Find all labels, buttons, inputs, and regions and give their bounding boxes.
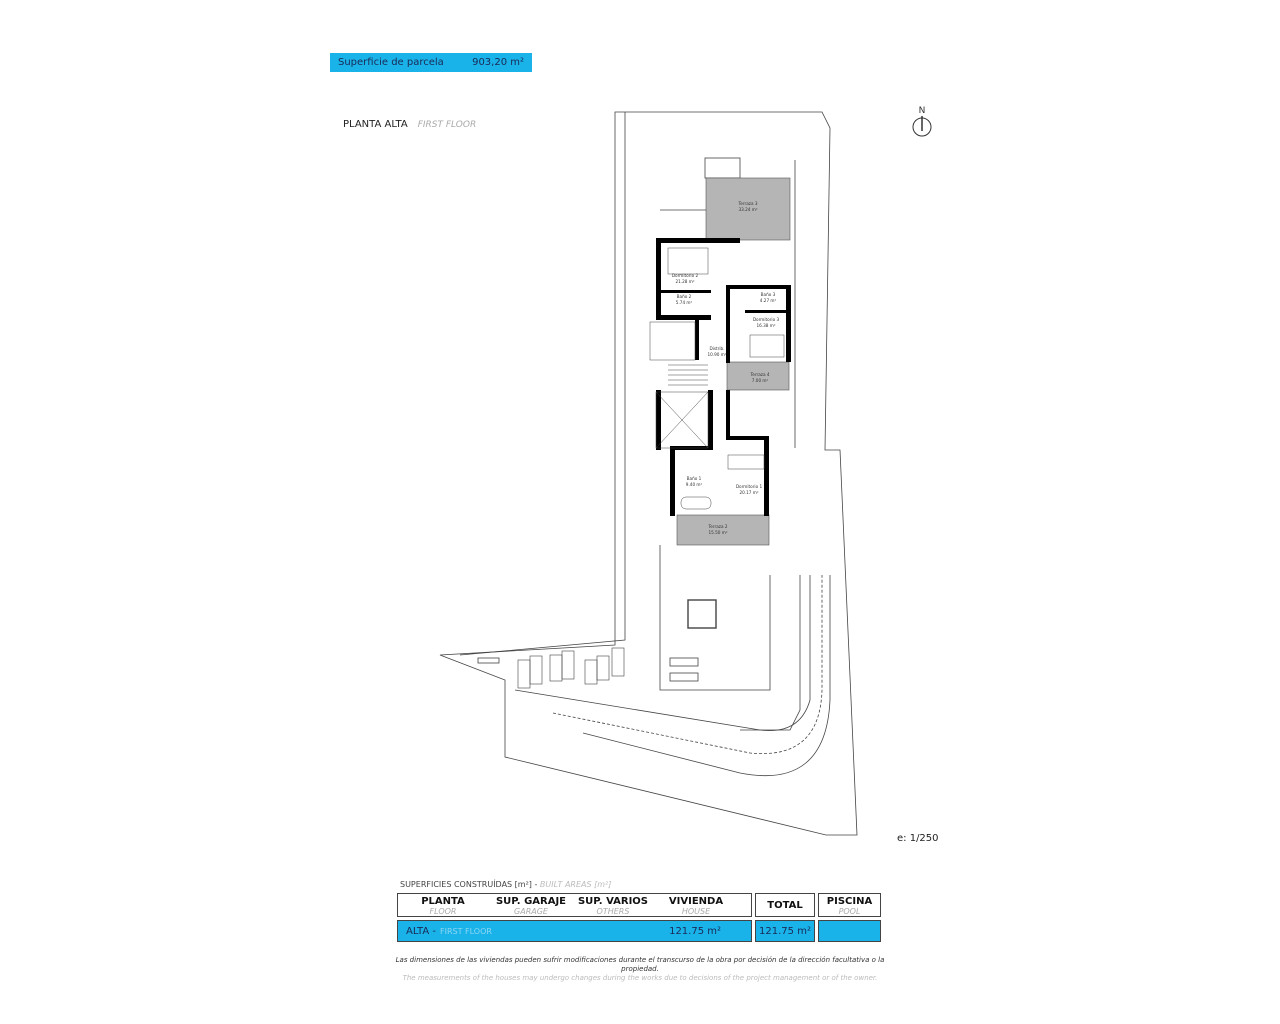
disclaimer-es: Las dimensiones de las viviendas pueden … <box>395 956 885 973</box>
plot-area-value: 903,20 m² <box>472 57 524 68</box>
room-name: Distrib. <box>709 346 724 351</box>
header-total: TOTAL <box>755 893 815 917</box>
built-areas-caption: SUPERFICIES CONSTRUÍDAS [m²] - BUILT ARE… <box>400 880 611 889</box>
plot-area-label: Superficie de parcela <box>338 57 444 68</box>
site-outline <box>439 111 858 836</box>
room-name: Baño 1 <box>687 476 702 481</box>
north-label: N <box>918 106 926 116</box>
plan-title: PLANTA ALTA FIRST FLOOR <box>343 119 476 130</box>
plan-title-en: FIRST FLOOR <box>417 120 477 130</box>
row-pool <box>818 920 881 942</box>
room-area: 5.74 m² <box>676 300 693 305</box>
row-house: 121.75 m² <box>669 925 721 937</box>
compass-icon <box>912 116 932 137</box>
terrace-4 <box>726 361 790 391</box>
interior-lines <box>649 247 785 510</box>
caption-es: SUPERFICIES CONSTRUÍDAS [m²] - <box>400 880 538 889</box>
areas-row-main: ALTA - FIRST FLOOR 121.75 m² <box>397 920 752 942</box>
north-arrow: N <box>910 106 934 141</box>
room-name: Terraza 4 <box>749 372 769 377</box>
room-name: Dormitorio 1 <box>736 484 763 489</box>
row-floor: ALTA - <box>406 925 436 937</box>
terraces <box>676 177 791 546</box>
room-area: 10.90 m² <box>707 352 726 357</box>
room-name: Dormitorio 3 <box>753 317 780 322</box>
caption-en: BUILT AREAS [m²] <box>539 880 612 889</box>
room-name: Dormitorio 2 <box>672 273 699 278</box>
room-labels: Terraza 3 33.24 m² Dormitorio 2 21.28 m²… <box>672 201 780 535</box>
room-area: 4.27 m² <box>760 298 777 303</box>
room-name: Terraza 2 <box>707 524 727 529</box>
scale-label: e: 1/250 <box>897 833 939 844</box>
room-name: Baño 2 <box>677 294 692 299</box>
plan-title-es: PLANTA ALTA <box>343 119 408 130</box>
room-area: 21.28 m² <box>675 279 694 284</box>
room-area: 16.38 m² <box>756 323 775 328</box>
room-name: Terraza 3 <box>737 201 757 206</box>
row-total: 121.75 m² <box>755 920 815 942</box>
row-floor-en: FIRST FLOOR <box>440 926 492 936</box>
room-area: 9.40 m² <box>686 482 703 487</box>
room-name: Baño 3 <box>761 292 776 297</box>
terrace-3 <box>705 177 791 241</box>
room-area: 7.00 m² <box>752 378 769 383</box>
room-area: 33.24 m² <box>738 207 757 212</box>
plot-area-badge: Superficie de parcela 903,20 m² <box>330 53 532 72</box>
room-area: 15.50 m² <box>708 530 727 535</box>
disclaimer-en: The measurements of the houses may under… <box>402 974 878 982</box>
disclaimer: Las dimensiones de las viviendas pueden … <box>380 956 900 983</box>
terrace-2 <box>676 514 770 546</box>
room-area: 20.17 m² <box>739 490 758 495</box>
